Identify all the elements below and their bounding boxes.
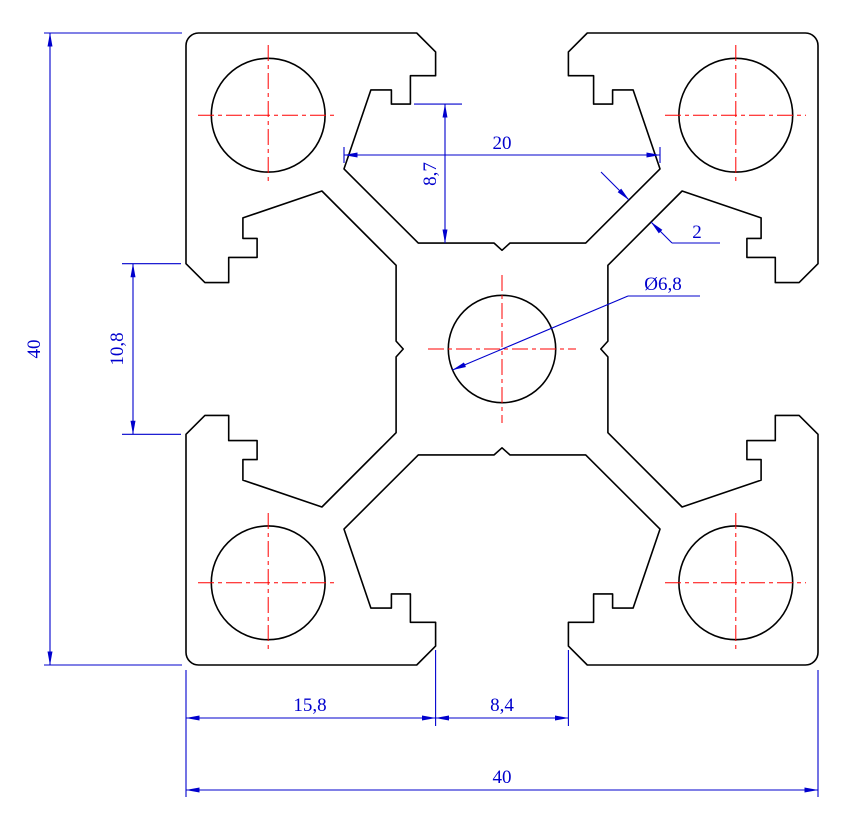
dim-edge-to-slot-label: 15,8 [293, 695, 326, 716]
dim-web-thickness-label: 2 [692, 222, 702, 243]
dim-slot-opening-label: 8,4 [490, 695, 514, 716]
dim-overall-width-label: 40 [493, 767, 512, 788]
leader-line [452, 295, 629, 371]
dim-edge-to-slot: 15,8 [185, 650, 437, 797]
dim-web-thickness: 2 [600, 171, 720, 244]
dim-center-bore-label: Ø6,8 [644, 274, 681, 295]
dimensions: 40 10,8 20 8,7 2 [24, 32, 819, 797]
dim-cavity-depth: 8,7 [414, 103, 462, 244]
dim-overall-height-label: 40 [24, 340, 45, 359]
dim-slot-face-opening: 10,8 [107, 263, 181, 435]
dim-slot-face-opening-label: 10,8 [107, 332, 128, 365]
dim-center-bore: Ø6,8 [452, 274, 700, 371]
dim-cavity-width-label: 20 [493, 133, 512, 154]
leader-segment [650, 221, 673, 244]
centerlines [198, 45, 806, 653]
profile-outline [185, 32, 819, 666]
dim-overall-height: 40 [24, 32, 182, 666]
dim-overall-width: 40 [185, 670, 819, 797]
leader-segment [600, 171, 630, 201]
dim-slot-opening: 8,4 [435, 650, 569, 726]
dim-cavity-depth-label: 8,7 [420, 162, 441, 186]
dim-cavity-width: 20 [343, 133, 661, 163]
